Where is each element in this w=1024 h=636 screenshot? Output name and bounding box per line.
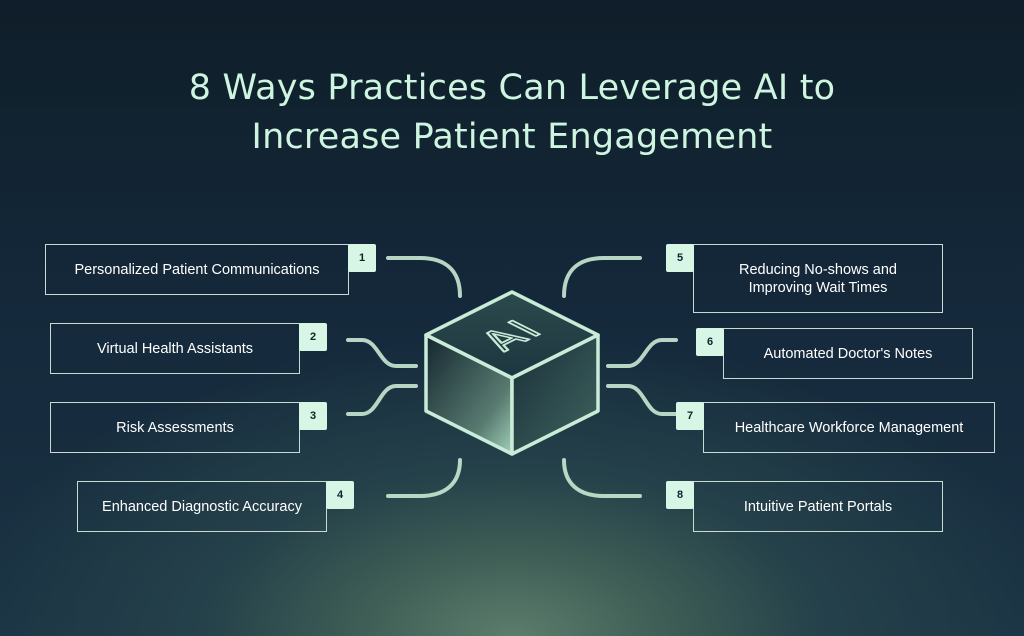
item-number-badge-1: 1 — [348, 244, 376, 272]
item-box-2: Virtual Health Assistants — [50, 323, 300, 374]
connector-6 — [606, 338, 678, 368]
item-number-badge-3: 3 — [299, 402, 327, 430]
item-box-7: Healthcare Workforce Management — [703, 402, 995, 453]
item-label-7: Healthcare Workforce Management — [734, 419, 964, 436]
item-label-2: Virtual Health Assistants — [96, 340, 254, 357]
item-box-1: Personalized Patient Communications — [45, 244, 349, 295]
cube-right-face — [510, 333, 600, 456]
connector-7 — [606, 384, 678, 416]
item-number-badge-4: 4 — [326, 481, 354, 509]
item-label-1: Personalized Patient Communications — [74, 261, 320, 278]
item-number-badge-8: 8 — [666, 481, 694, 509]
item-label-8: Intuitive Patient Portals — [743, 498, 893, 515]
connector-1 — [386, 256, 462, 298]
item-number-badge-2: 2 — [299, 323, 327, 351]
item-label-4: Enhanced Diagnostic Accuracy — [102, 498, 302, 515]
item-number-badge-7: 7 — [676, 402, 704, 430]
connector-2 — [346, 338, 418, 368]
item-label-6: Automated Doctor's Notes — [763, 345, 933, 362]
item-box-8: Intuitive Patient Portals — [693, 481, 943, 532]
item-number-badge-5: 5 — [666, 244, 694, 272]
item-label-3: Risk Assessments — [116, 419, 234, 436]
item-box-5: Reducing No-shows and Improving Wait Tim… — [693, 244, 943, 313]
item-box-6: Automated Doctor's Notes — [723, 328, 973, 379]
item-label-5: Reducing No-shows and Improving Wait Tim… — [739, 261, 897, 296]
ai-cube-icon: AI — [424, 290, 600, 456]
connector-4 — [386, 458, 462, 498]
item-number-badge-6: 6 — [696, 328, 724, 356]
connector-3 — [346, 384, 418, 416]
item-box-4: Enhanced Diagnostic Accuracy — [77, 481, 327, 532]
connector-5 — [562, 256, 642, 298]
item-box-3: Risk Assessments — [50, 402, 300, 453]
page-title-line-1: 8 Ways Practices Can Leverage AI to — [188, 68, 836, 108]
connector-8 — [562, 458, 642, 498]
page-title: 8 Ways Practices Can Leverage AI to Incr… — [0, 64, 1024, 162]
page-title-line-2: Increase Patient Engagement — [251, 117, 773, 157]
